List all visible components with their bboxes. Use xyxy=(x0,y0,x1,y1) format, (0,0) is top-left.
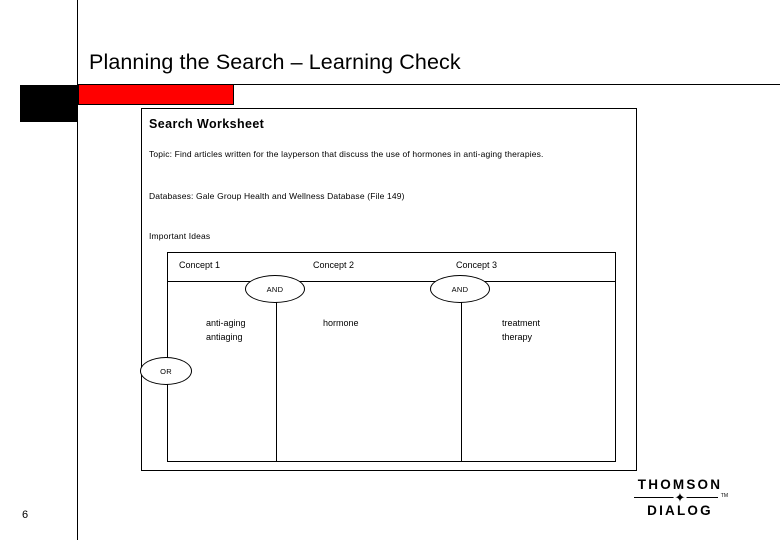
concept-term: hormone xyxy=(323,318,359,328)
concept-header-2: Concept 2 xyxy=(313,260,355,270)
operator-or-1: OR xyxy=(140,357,192,385)
page-title: Planning the Search – Learning Check xyxy=(89,50,461,74)
black-accent-block xyxy=(20,85,78,122)
search-worksheet-box: Search Worksheet Topic: Find articles wr… xyxy=(141,108,637,471)
worksheet-heading: Search Worksheet xyxy=(149,117,265,131)
trademark-mark: TM xyxy=(720,493,728,499)
worksheet-databases: Databases: Gale Group Health and Wellnes… xyxy=(149,191,405,201)
red-accent-bar xyxy=(78,84,234,105)
concept-term: anti-aging xyxy=(206,318,246,328)
operator-label: AND xyxy=(451,284,469,294)
concept-term: antiaging xyxy=(206,332,243,342)
logo-ornament: ✦ TM xyxy=(632,490,728,505)
operator-label: AND xyxy=(266,284,284,294)
operator-and-2: AND xyxy=(430,275,490,303)
logo-dialog-text: DIALOG xyxy=(647,503,713,518)
concept-column-divider-2 xyxy=(461,281,462,462)
concept-header-1: Concept 1 xyxy=(179,260,221,270)
concept-terms-2: hormone xyxy=(323,316,359,330)
operator-and-1: AND xyxy=(245,275,305,303)
thomson-dialog-logo: THOMSON ✦ TM DIALOG xyxy=(632,477,728,518)
concept-term: therapy xyxy=(502,332,533,342)
concept-terms-3: treatment therapy xyxy=(502,316,540,344)
concept-term: treatment xyxy=(502,318,541,328)
concept-header-3: Concept 3 xyxy=(456,260,498,270)
concept-column-divider-1 xyxy=(276,281,277,462)
concept-terms-1: anti-aging antiaging xyxy=(206,316,246,344)
star-icon: ✦ xyxy=(673,490,687,505)
left-vertical-rule xyxy=(77,0,78,540)
operator-label: OR xyxy=(160,366,172,376)
concept-table: Concept 1 Concept 2 Concept 3 anti-aging… xyxy=(167,252,616,462)
header-horizontal-rule xyxy=(234,84,780,85)
worksheet-important-ideas-label: Important Ideas xyxy=(149,231,211,241)
worksheet-topic: Topic: Find articles written for the lay… xyxy=(149,149,544,159)
concept-header-divider xyxy=(168,281,615,282)
page-number: 6 xyxy=(22,509,29,521)
logo-thomson-text: THOMSON xyxy=(637,477,723,492)
